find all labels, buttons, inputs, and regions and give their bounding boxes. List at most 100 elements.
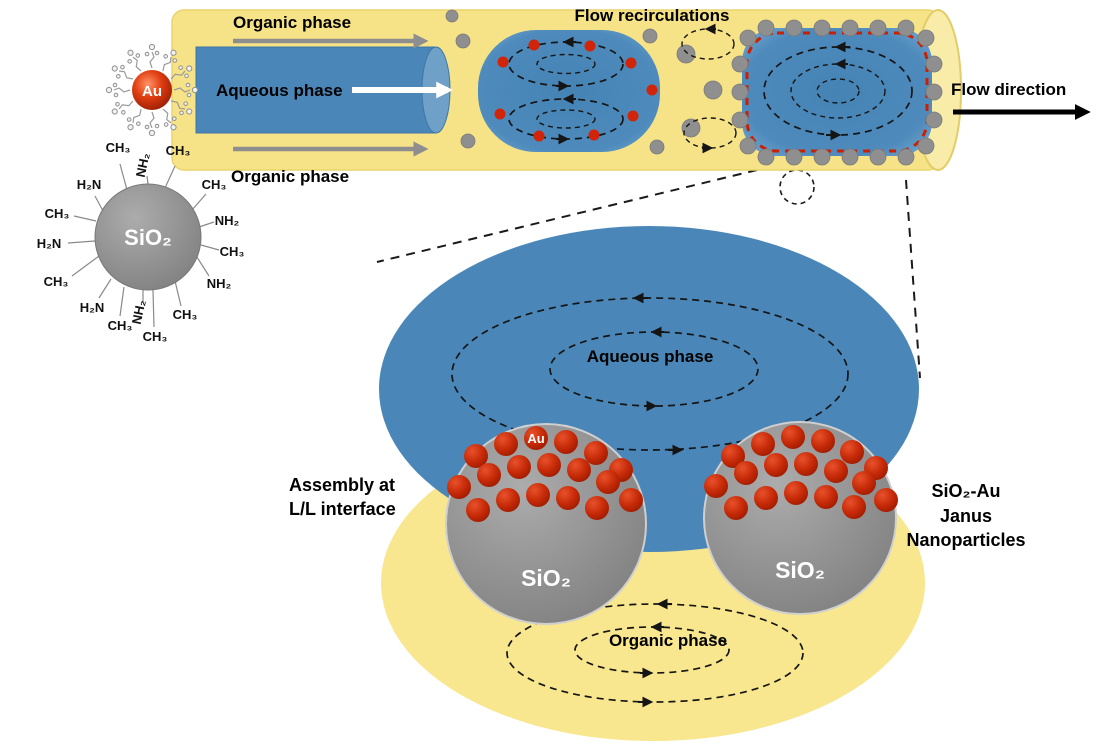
janus-caption: SiO₂-Au Janus Nanoparticles xyxy=(906,481,1025,550)
zoom-aqueous-phase-label: Aqueous phase xyxy=(587,347,714,366)
au-np-dot xyxy=(840,440,864,464)
au-np-dot xyxy=(584,40,596,52)
amine-label: H₂N xyxy=(80,300,105,315)
sio2-np-dot xyxy=(897,19,915,37)
recirculation-loop xyxy=(816,78,860,104)
gold-core-label: Au xyxy=(142,83,162,100)
au-np-dot xyxy=(842,495,866,519)
au-np-dot xyxy=(619,488,643,512)
silica-ligand-lines xyxy=(67,163,220,328)
sio2-np-dot xyxy=(731,55,749,73)
sio2-np-dot xyxy=(731,83,749,101)
au-np-dot xyxy=(554,430,578,454)
methyl-label: CH₃ xyxy=(108,318,133,333)
recirculation-loop xyxy=(683,117,737,149)
silica-dots-free xyxy=(445,9,723,155)
assembly-caption: Assembly at L/L interface xyxy=(289,475,396,519)
sio2-np-dot xyxy=(869,19,887,37)
methyl-label: CH₃ xyxy=(173,307,198,322)
au-np-dot xyxy=(811,429,835,453)
organic-phase-top-label: Organic phase xyxy=(233,13,351,32)
silica-core-label: SiO₂ xyxy=(124,225,172,250)
citrate-ligand xyxy=(105,82,131,98)
au-np-dot xyxy=(852,471,876,495)
sio2-np-dot xyxy=(757,19,775,37)
au-np-dot xyxy=(754,486,778,510)
sio2-np-dot xyxy=(925,83,943,101)
au-np-dot xyxy=(781,425,805,449)
recirculation-loop xyxy=(790,63,886,119)
aqueous-droplet-1 xyxy=(478,30,660,152)
sio2-np-dot xyxy=(731,111,749,129)
sio2-np-dot xyxy=(739,29,757,47)
citrate-ligand xyxy=(144,111,160,137)
au-np-dot xyxy=(494,432,518,456)
au-np-dot xyxy=(464,444,488,468)
au-np-dot xyxy=(721,444,745,468)
sio2-np-dot xyxy=(460,133,476,149)
zoom-gold-dot-label: Au xyxy=(527,431,544,446)
janus-caption-line1: SiO₂-Au xyxy=(932,481,1001,501)
magnifier-line-left xyxy=(376,169,758,263)
au-np-dot xyxy=(526,483,550,507)
au-np-dot xyxy=(447,475,471,499)
sio2-np-dot xyxy=(925,111,943,129)
au-np-dot xyxy=(567,458,591,482)
methyl-label: CH₃ xyxy=(45,206,70,221)
assembly-caption-line2: L/L interface xyxy=(289,499,396,519)
recirculation-loop xyxy=(451,297,849,451)
au-np-dot xyxy=(704,474,728,498)
au-np-dot xyxy=(734,461,758,485)
silica-surface-groups: CH₃ NH₂ CH₃ H₂N CH₃ CH₃ NH₂ H₂N CH₃ CH₃ … xyxy=(37,140,245,344)
recirculation-loop xyxy=(506,603,804,703)
sio2-np-dot xyxy=(925,55,943,73)
citrate-ligand xyxy=(144,43,160,69)
au-np-dot xyxy=(556,486,580,510)
sio2-np-dot xyxy=(869,148,887,166)
au-np-dot xyxy=(824,459,848,483)
sio2-np-dot xyxy=(841,148,859,166)
au-np-dot xyxy=(477,463,501,487)
sio2-np-dot xyxy=(813,19,831,37)
recirculation-loop xyxy=(536,109,596,129)
au-np-dot xyxy=(794,452,818,476)
sio2-np-dot xyxy=(703,80,723,100)
au-np-dot xyxy=(524,426,548,450)
sio2-np-dot xyxy=(445,9,459,23)
microfluidic-channel: Organic phase Aqueous phase Organic phas… xyxy=(171,6,1091,186)
au-np-dot xyxy=(537,453,561,477)
amine-label: H₂N xyxy=(37,236,62,251)
au-np-dot xyxy=(596,470,620,494)
amine-label: NH₂ xyxy=(129,298,149,325)
au-np-dot xyxy=(584,441,608,465)
gold-nanoparticle-precursor: Au xyxy=(105,43,199,137)
au-np-dot xyxy=(784,481,808,505)
gold-dots-droplet-1 xyxy=(494,39,658,142)
organic-phase-bottom-label: Organic phase xyxy=(231,167,349,186)
sio2-np-dot xyxy=(785,148,803,166)
methyl-label: CH₃ xyxy=(44,274,69,289)
zoom-silica-right-label: SiO₂ xyxy=(775,557,825,583)
au-np-dot xyxy=(466,498,490,522)
janus-caption-line3: Nanoparticles xyxy=(906,530,1025,550)
aqueous-phase-label: Aqueous phase xyxy=(216,81,343,100)
au-np-dot xyxy=(874,488,898,512)
methyl-label: CH₃ xyxy=(202,177,227,192)
assembly-caption-line1: Assembly at xyxy=(289,475,395,495)
recirculation-loop xyxy=(681,28,735,60)
au-np-dot xyxy=(585,496,609,520)
magnifier-connectors xyxy=(376,169,921,379)
amine-label: NH₂ xyxy=(207,276,232,291)
au-np-dot xyxy=(646,84,658,96)
flow-direction-label: Flow direction xyxy=(951,80,1066,99)
sio2-np-dot xyxy=(897,148,915,166)
au-np-dot xyxy=(528,39,540,51)
flow-recirculations-label: Flow recirculations xyxy=(575,6,730,25)
methyl-label: CH₃ xyxy=(220,244,245,259)
sio2-np-dot xyxy=(455,33,471,49)
silica-shell-dots xyxy=(731,19,943,166)
silica-core xyxy=(94,183,202,291)
zoom-organic-phase-label: Organic phase xyxy=(609,631,727,650)
zoom-silica-left-label: SiO₂ xyxy=(521,565,571,591)
